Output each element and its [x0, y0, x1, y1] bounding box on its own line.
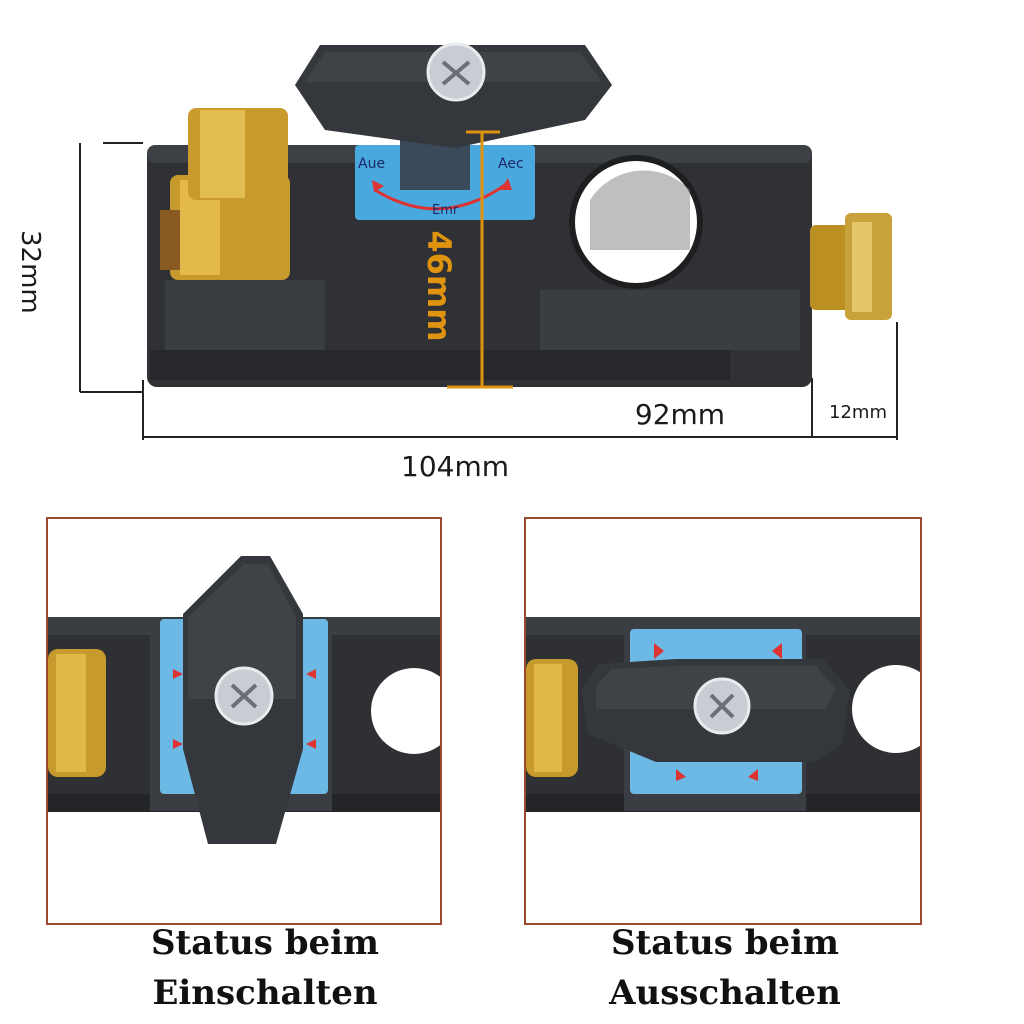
total-width-label: 104mm	[401, 450, 509, 483]
screw-icon	[709, 693, 735, 719]
label-plate-left: Aue	[358, 156, 385, 172]
on-state-photo	[48, 556, 440, 844]
screw-icon	[441, 60, 471, 86]
knob-height-label: 46mm	[420, 230, 458, 342]
screw-icon	[230, 683, 258, 709]
product-side-view: Aue Aec Emr	[79, 42, 898, 440]
dimension-lines	[79, 142, 898, 440]
brass-terminal	[160, 108, 290, 280]
knob-height-dimension	[447, 130, 513, 389]
switch-body	[147, 145, 812, 387]
off-state-panel	[524, 517, 922, 925]
on-state-panel	[46, 517, 442, 925]
off-state-caption: Status beim Ausschalten	[609, 923, 841, 1013]
label-plate-bottom: Emr	[432, 203, 459, 218]
on-state-caption: Status beim Einschalten	[151, 923, 379, 1013]
body-width-label: 92mm	[634, 398, 726, 431]
right-bolt	[810, 213, 892, 320]
bolt-width-label: 12mm	[829, 402, 887, 423]
knob	[295, 42, 612, 190]
off-state-photo	[526, 617, 920, 812]
label-plate-right: Aec	[498, 156, 524, 172]
height-label: 32mm	[15, 230, 45, 314]
